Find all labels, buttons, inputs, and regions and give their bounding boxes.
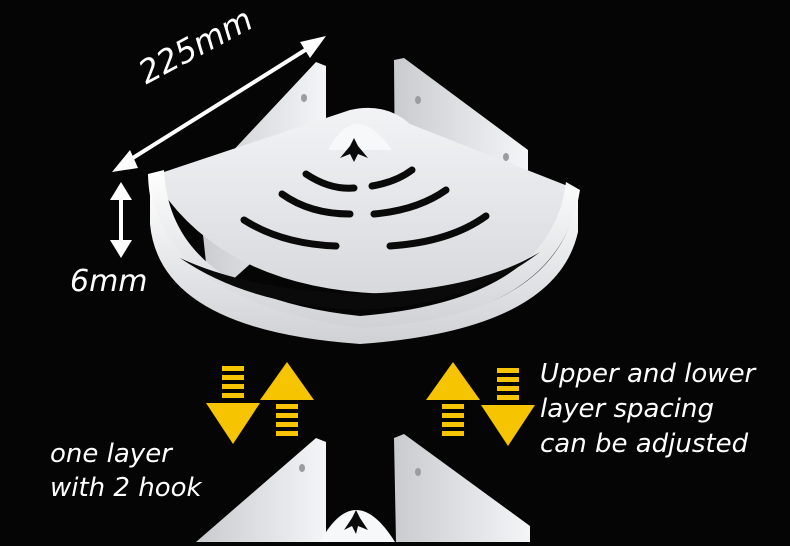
height-dimension-label: 6mm bbox=[70, 264, 148, 299]
front-rail bbox=[150, 180, 578, 344]
bottom-right-plate bbox=[394, 434, 530, 542]
hook-note-line: with 2 hook bbox=[50, 473, 202, 503]
screw-hole bbox=[299, 464, 305, 472]
top-shelf bbox=[148, 58, 580, 344]
screw-hole bbox=[415, 96, 421, 104]
screw-hole bbox=[301, 94, 307, 102]
vertical-double-arrow-icon bbox=[110, 182, 132, 258]
tray-floor bbox=[152, 107, 578, 294]
crown-cutout bbox=[340, 138, 368, 162]
adjust-arrows-icon bbox=[206, 362, 535, 446]
hook-note: one layer with 2 hook bbox=[50, 437, 202, 505]
bottom-crown-cutout bbox=[344, 510, 368, 534]
spacing-note-line: can be adjusted bbox=[540, 429, 749, 459]
spacing-note-line: layer spacing bbox=[540, 394, 714, 424]
spacing-note-line: Upper and lower bbox=[540, 359, 756, 389]
hook-note-line: one layer bbox=[50, 439, 172, 469]
screw-hole bbox=[415, 468, 421, 476]
bottom-left-plate bbox=[196, 438, 326, 542]
lip-slot bbox=[180, 252, 540, 310]
screw-hole bbox=[503, 153, 509, 161]
double-arrow-icon bbox=[112, 36, 326, 172]
drain-slots bbox=[240, 166, 490, 250]
tray-crown bbox=[328, 124, 392, 150]
bottom-shelf bbox=[196, 434, 530, 542]
spacing-note: Upper and lower layer spacing can be adj… bbox=[540, 357, 755, 462]
